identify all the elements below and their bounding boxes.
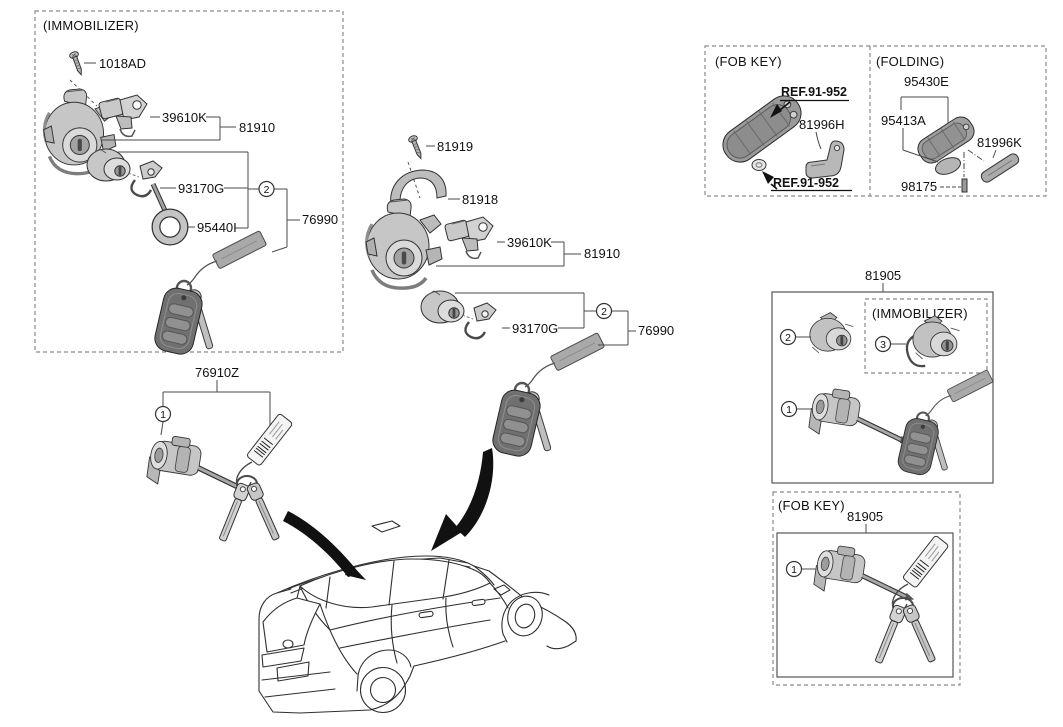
ignition-cylinder-icon — [809, 312, 854, 354]
svg-text:2: 2 — [264, 184, 270, 196]
screw-icon — [407, 134, 426, 161]
battery-pin-icon — [961, 178, 968, 193]
door-lock-cylinder-icon — [809, 386, 909, 443]
key-type-outer-box — [704, 45, 1047, 197]
part-label-81996K: 81996K — [977, 135, 1022, 150]
part-label-95440I: 95440I — [197, 220, 237, 235]
part-label-93170G: 93170G — [178, 181, 224, 196]
ref-arrowhead — [770, 104, 782, 118]
svg-text:3: 3 — [880, 339, 886, 351]
battery-detail — [755, 162, 763, 168]
folding-leader-lines — [900, 96, 997, 188]
door-lock-leader-lines — [160, 380, 271, 436]
svg-text:2: 2 — [785, 332, 791, 344]
ref-arrow-line2 — [770, 183, 778, 190]
key-set-icon — [894, 368, 995, 478]
battery-icon — [751, 159, 767, 171]
part-label-93170G: 93170G — [512, 321, 558, 336]
immobilizer-section-title: (IMMOBILIZER) — [43, 18, 139, 33]
part-label-95413A: 95413A — [881, 113, 926, 128]
svg-text:1: 1 — [786, 404, 792, 416]
svg-text:1: 1 — [160, 409, 166, 421]
part-label-39610K: 39610K — [162, 110, 207, 125]
immobilizer-cylinder-icon — [907, 316, 960, 366]
ignition-cylinder-icon — [419, 289, 498, 340]
fob-lock-set-section: (FOB KEY) 81905 1 — [772, 491, 961, 686]
steering-lock-group: 81919 81918 39610K 81910 93170G 76990 2 — [364, 134, 674, 460]
callout-1-badge: 1 — [785, 560, 803, 578]
part-label-81996H: 81996H — [799, 117, 845, 132]
part-label-39610K: 39610K — [507, 235, 552, 250]
callout-2-badge: 2 — [595, 302, 613, 320]
door-lock-locator-arrow — [283, 511, 359, 577]
steering-group-leader-lines — [426, 145, 636, 346]
key-set-icon — [489, 331, 606, 460]
steering-bracket-band-icon — [390, 169, 447, 208]
set-label-81905: 81905 — [847, 509, 883, 524]
locator-arrows — [283, 448, 494, 580]
immobilizer-antenna-icon — [97, 94, 148, 138]
immobilizer-antenna-icon — [443, 216, 494, 260]
part-label-95430E: 95430E — [904, 74, 949, 89]
ref-link-transmitter[interactable]: REF.91-952 — [781, 85, 847, 99]
fob-key-box-title: (FOB KEY) — [715, 54, 782, 69]
ignition-lock-body-icon — [364, 197, 444, 290]
folding-blade-key-icon — [978, 151, 1022, 185]
emergency-blade-key-icon — [805, 140, 845, 179]
screw-icon — [68, 50, 86, 77]
door-lock-group: 76910Z 1 — [147, 365, 294, 544]
ref-arrowhead2 — [762, 171, 774, 184]
fob-cover-icon — [935, 157, 961, 175]
blank-keys-with-tag-icon — [215, 412, 294, 544]
key-set-icon — [151, 229, 268, 358]
vehicle-illustration — [258, 520, 577, 714]
door-lock-cylinder-icon — [814, 543, 914, 600]
callout-2-badge: 2 — [779, 328, 797, 346]
immobilizer-leader-lines — [84, 62, 300, 253]
key-type-section: (FOB KEY) REF.91-952 81996H REF.91-952 (… — [704, 45, 1047, 197]
part-label-76990: 76990 — [302, 212, 338, 227]
callout-2-badge: 2 — [258, 180, 275, 198]
blank-keys-with-tag-icon — [871, 534, 950, 666]
door-lock-arrowhead — [345, 564, 366, 580]
svg-text:1: 1 — [791, 564, 797, 576]
fob-lock-set-inner-box — [776, 532, 954, 678]
part-label-98175: 98175 — [901, 179, 937, 194]
immobilizer-section-box — [34, 10, 344, 353]
ignition-locator-arrow — [455, 448, 494, 537]
callout-1-badge: 1 — [154, 405, 172, 423]
callout-3-badge: 3 — [874, 335, 892, 353]
screw-assembly-dash-line — [407, 161, 421, 199]
part-label-81910: 81910 — [584, 246, 620, 261]
ref-arrow-line — [779, 101, 791, 111]
part-label-76990: 76990 — [638, 323, 674, 338]
part-label-1018AD: 1018AD — [99, 56, 146, 71]
folding-box-title: (FOLDING) — [876, 54, 944, 69]
fob-lock-set-outer-box — [772, 491, 961, 686]
lock-key-set-leader-lines — [796, 336, 906, 410]
ref-link-battery[interactable]: REF.91-952 — [773, 176, 839, 190]
set-label-81905: 81905 — [865, 268, 901, 283]
fob-lock-set-title: (FOB KEY) — [778, 498, 845, 513]
part-label-81918: 81918 — [462, 192, 498, 207]
immobilizer-sub-title: (IMMOBILIZER) — [872, 306, 968, 321]
ignition-arrowhead — [431, 514, 462, 551]
immobilizer-section: (IMMOBILIZER) 1018AD 39610K 81910 93170G… — [34, 10, 344, 358]
lock-key-set-box — [771, 291, 994, 484]
part-label-81910: 81910 — [239, 120, 275, 135]
smart-key-fob-icon — [715, 88, 809, 170]
ignition-cylinder-icon — [85, 147, 164, 198]
callout-1-badge: 1 — [780, 400, 798, 418]
svg-text:2: 2 — [601, 306, 607, 318]
lock-key-set-section: 81905 (IMMOBILIZER) 2 3 1 — [771, 268, 995, 484]
part-label-81919: 81919 — [437, 139, 473, 154]
blade-leader — [815, 131, 822, 150]
set-label-76910Z: 76910Z — [195, 365, 239, 380]
